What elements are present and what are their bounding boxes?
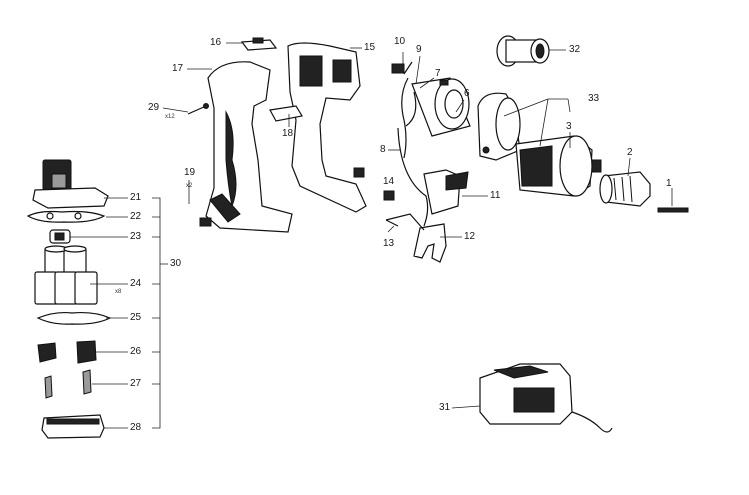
part-label-12: 12 <box>464 231 476 242</box>
quantity-label-19: x2 <box>186 183 193 189</box>
part-label-13: 13 <box>383 238 395 249</box>
part-label-32: 32 <box>569 44 581 55</box>
part-25-bottom-plate <box>36 311 112 325</box>
part-3-gearbox <box>515 135 602 197</box>
part-32-clutch-ring <box>496 35 550 67</box>
part-10-terminal <box>391 63 405 74</box>
part-label-14: 14 <box>383 176 395 187</box>
part-12-13-wire-assembly <box>385 213 447 263</box>
part-label-8: 8 <box>380 144 386 155</box>
part-label-30: 30 <box>170 258 182 269</box>
part-label-16: 16 <box>210 37 222 48</box>
part-label-33: 33 <box>588 93 600 104</box>
battery-leader-lines <box>70 197 168 429</box>
part-15-right-housing <box>287 42 367 213</box>
part-label-6: 6 <box>464 88 470 99</box>
part-label-9: 9 <box>416 44 422 55</box>
part-1-bit <box>657 207 689 213</box>
part-28-battery-base <box>41 414 105 439</box>
part-23-connector-clip <box>49 229 71 244</box>
motor-leader-lines <box>387 52 488 238</box>
part-label-21: 21 <box>130 192 142 203</box>
part-11-switch <box>423 169 469 215</box>
part-33-gearbox-housing <box>477 92 521 161</box>
housing-leader-lines <box>162 42 362 204</box>
part-label-1: 1 <box>666 178 672 189</box>
part-21-battery-top-housing <box>32 159 109 209</box>
part-label-2: 2 <box>627 147 633 158</box>
part-18-switch-bracket <box>269 105 303 122</box>
part-label-11: 11 <box>490 190 501 201</box>
part-label-25: 25 <box>130 312 142 323</box>
part-label-31: 31 <box>439 402 451 413</box>
part-label-19: 19 <box>184 167 196 178</box>
part-24-battery-cells <box>34 245 98 305</box>
part-label-29: 29 <box>148 102 160 113</box>
quantity-label-29: x12 <box>165 114 175 120</box>
part-label-23: 23 <box>130 231 142 242</box>
part-31-charger <box>451 363 613 433</box>
part-17-left-housing <box>205 61 293 233</box>
part-27-springs <box>44 369 92 399</box>
part-label-26: 26 <box>130 346 142 357</box>
part-22-top-plate <box>26 210 106 223</box>
gear-leader-lines <box>503 49 673 206</box>
part-label-15: 15 <box>364 42 376 53</box>
part-label-18: 18 <box>282 128 294 139</box>
part-14-small-terminal <box>383 190 395 201</box>
part-label-17: 17 <box>172 63 184 74</box>
part-2-chuck <box>599 171 651 207</box>
part-label-28: 28 <box>130 422 142 433</box>
quantity-label-24: x8 <box>115 289 122 295</box>
part-label-7: 7 <box>435 68 441 79</box>
part-16-small-bracket <box>240 37 278 51</box>
part-label-3: 3 <box>566 121 572 132</box>
part-label-24: 24 <box>130 278 142 289</box>
part-6-motor <box>411 77 471 137</box>
part-7-8-9-wires <box>397 61 429 227</box>
part-29-screw <box>187 103 209 115</box>
part-label-27: 27 <box>130 378 142 389</box>
part-19-clips <box>199 167 365 227</box>
part-26-latches <box>37 340 97 364</box>
part-label-22: 22 <box>130 211 142 222</box>
part-label-10: 10 <box>394 36 406 47</box>
